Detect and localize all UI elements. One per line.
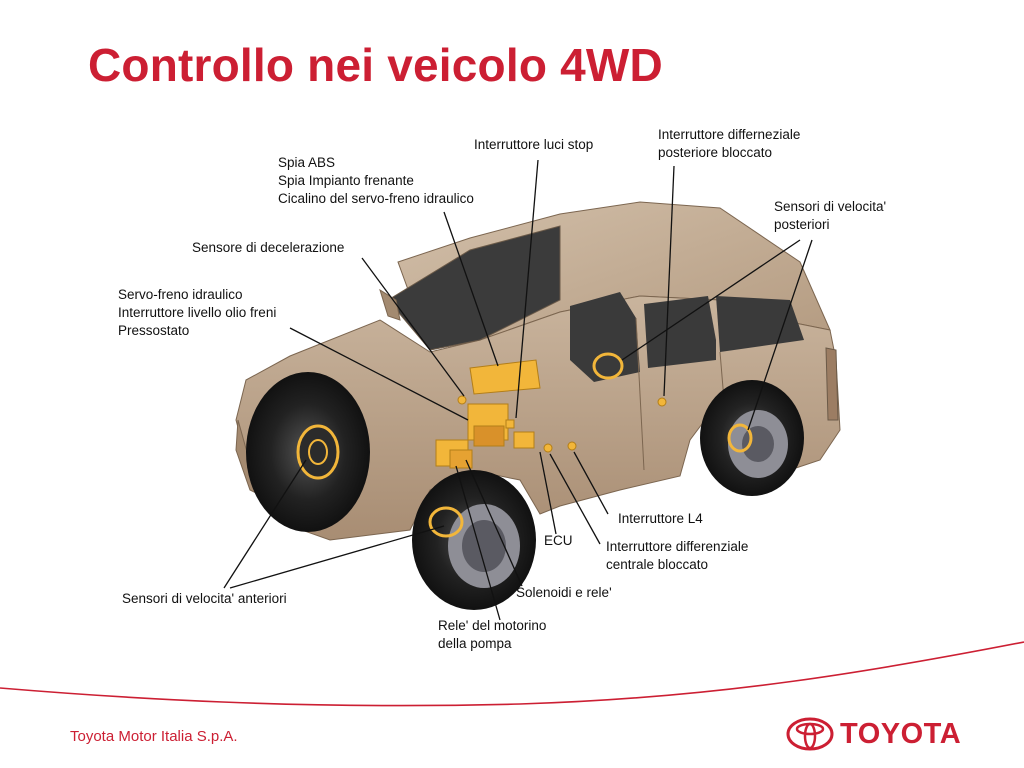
- label-hydraulic-booster-group: Servo-freno idraulico Interruttore livel…: [118, 286, 276, 340]
- toyota-logo: TOYOTA: [786, 716, 982, 752]
- label-text: Interruttore L4: [618, 511, 703, 526]
- rear-speed-sensor-icon: [592, 352, 624, 380]
- label-line: posteriore bloccato: [658, 145, 773, 160]
- label-text: Sensori di velocita' anteriori: [122, 591, 287, 606]
- label-line: Interruttore differenziale: [606, 539, 749, 554]
- label-front-speed-sensors: Sensori di velocita' anteriori: [122, 590, 287, 608]
- label-line: Sensori di velocita': [774, 199, 887, 214]
- toyota-wordmark: TOYOTA: [840, 718, 962, 750]
- spare-wheel: [246, 372, 370, 532]
- label-line: Spia Impianto frenante: [278, 173, 414, 188]
- slide-title: Controllo nei veicolo 4WD: [88, 39, 663, 91]
- label-line: Interruttore livello olio freni: [118, 305, 277, 320]
- label-text: Solenoidi e rele': [516, 585, 612, 600]
- label-line: Spia ABS: [278, 155, 336, 170]
- components: [435, 359, 667, 469]
- car-body: [235, 201, 841, 541]
- label-l4-switch: Interruttore L4: [618, 510, 703, 528]
- footer-swoosh: [0, 641, 1024, 707]
- toyota-emblem-icon: [786, 717, 834, 751]
- label-rear-speed-sensors: Sensori di velocita' posteriori: [774, 198, 886, 234]
- label-line: della pompa: [438, 636, 512, 651]
- label-line: Pressostato: [118, 323, 190, 338]
- leader-lines: [223, 159, 813, 621]
- label-line: centrale bloccato: [606, 557, 709, 572]
- abs-warning-panel: [469, 359, 541, 395]
- label-line: Cicalino del servo-freno idraulico: [278, 191, 474, 206]
- label-stop-switch: Interruttore luci stop: [474, 136, 593, 154]
- label-text: ECU: [544, 533, 573, 548]
- label-line: Rele' del motorino: [438, 618, 547, 633]
- rear-wheel: [700, 380, 804, 496]
- ecu-unit: [513, 431, 535, 449]
- label-pump-motor-relay: Rele' del motorino della pompa: [438, 617, 546, 653]
- label-center-diff-lock-switch: Interruttore differenziale centrale bloc…: [606, 538, 748, 574]
- label-line: posteriori: [774, 217, 830, 232]
- footer-company: Toyota Motor Italia S.p.A.: [70, 728, 238, 745]
- front-wheel: [412, 470, 536, 610]
- label-abs-warning-group: Spia ABS Spia Impianto frenante Cicalino…: [278, 154, 474, 208]
- label-rear-diff-lock-switch: Interruttore differneziale posteriore bl…: [658, 126, 800, 162]
- label-solenoids-relays: Solenoidi e rele': [516, 584, 612, 602]
- label-text: Interruttore luci stop: [474, 137, 594, 152]
- label-line: Interruttore differneziale: [658, 127, 801, 142]
- label-deceleration-sensor: Sensore di decelerazione: [192, 239, 344, 257]
- label-text: Sensore di decelerazione: [192, 240, 345, 255]
- label-line: Servo-freno idraulico: [118, 287, 243, 302]
- label-ecu: ECU: [544, 532, 573, 550]
